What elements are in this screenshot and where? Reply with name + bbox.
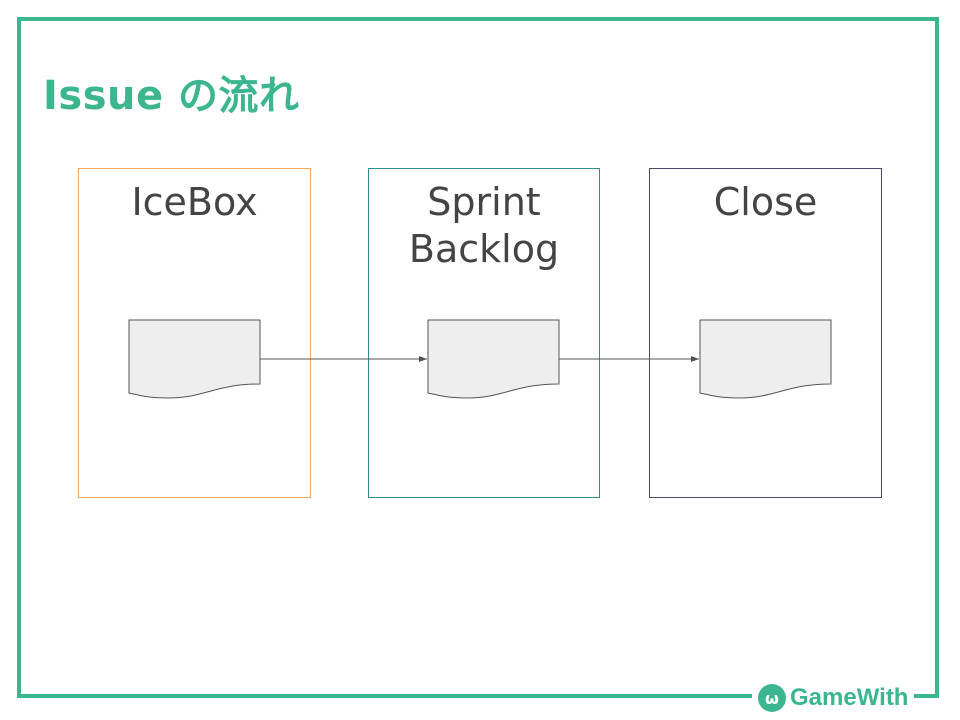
- slide-title: Issue の流れ: [43, 73, 300, 119]
- gamewith-logo: ω GameWith: [752, 681, 915, 715]
- slide-frame: [17, 17, 939, 698]
- column-icebox-label: IceBox: [131, 180, 258, 224]
- column-close-label: Close: [713, 180, 818, 224]
- column-sprint-backlog-label: Sprint Backlog: [408, 180, 560, 271]
- gamewith-logo-icon: ω: [758, 684, 786, 712]
- column-icebox: IceBox: [78, 168, 311, 498]
- column-sprint-backlog: Sprint Backlog: [368, 168, 600, 498]
- gamewith-logo-text: GameWith: [790, 684, 909, 711]
- column-close: Close: [649, 168, 882, 498]
